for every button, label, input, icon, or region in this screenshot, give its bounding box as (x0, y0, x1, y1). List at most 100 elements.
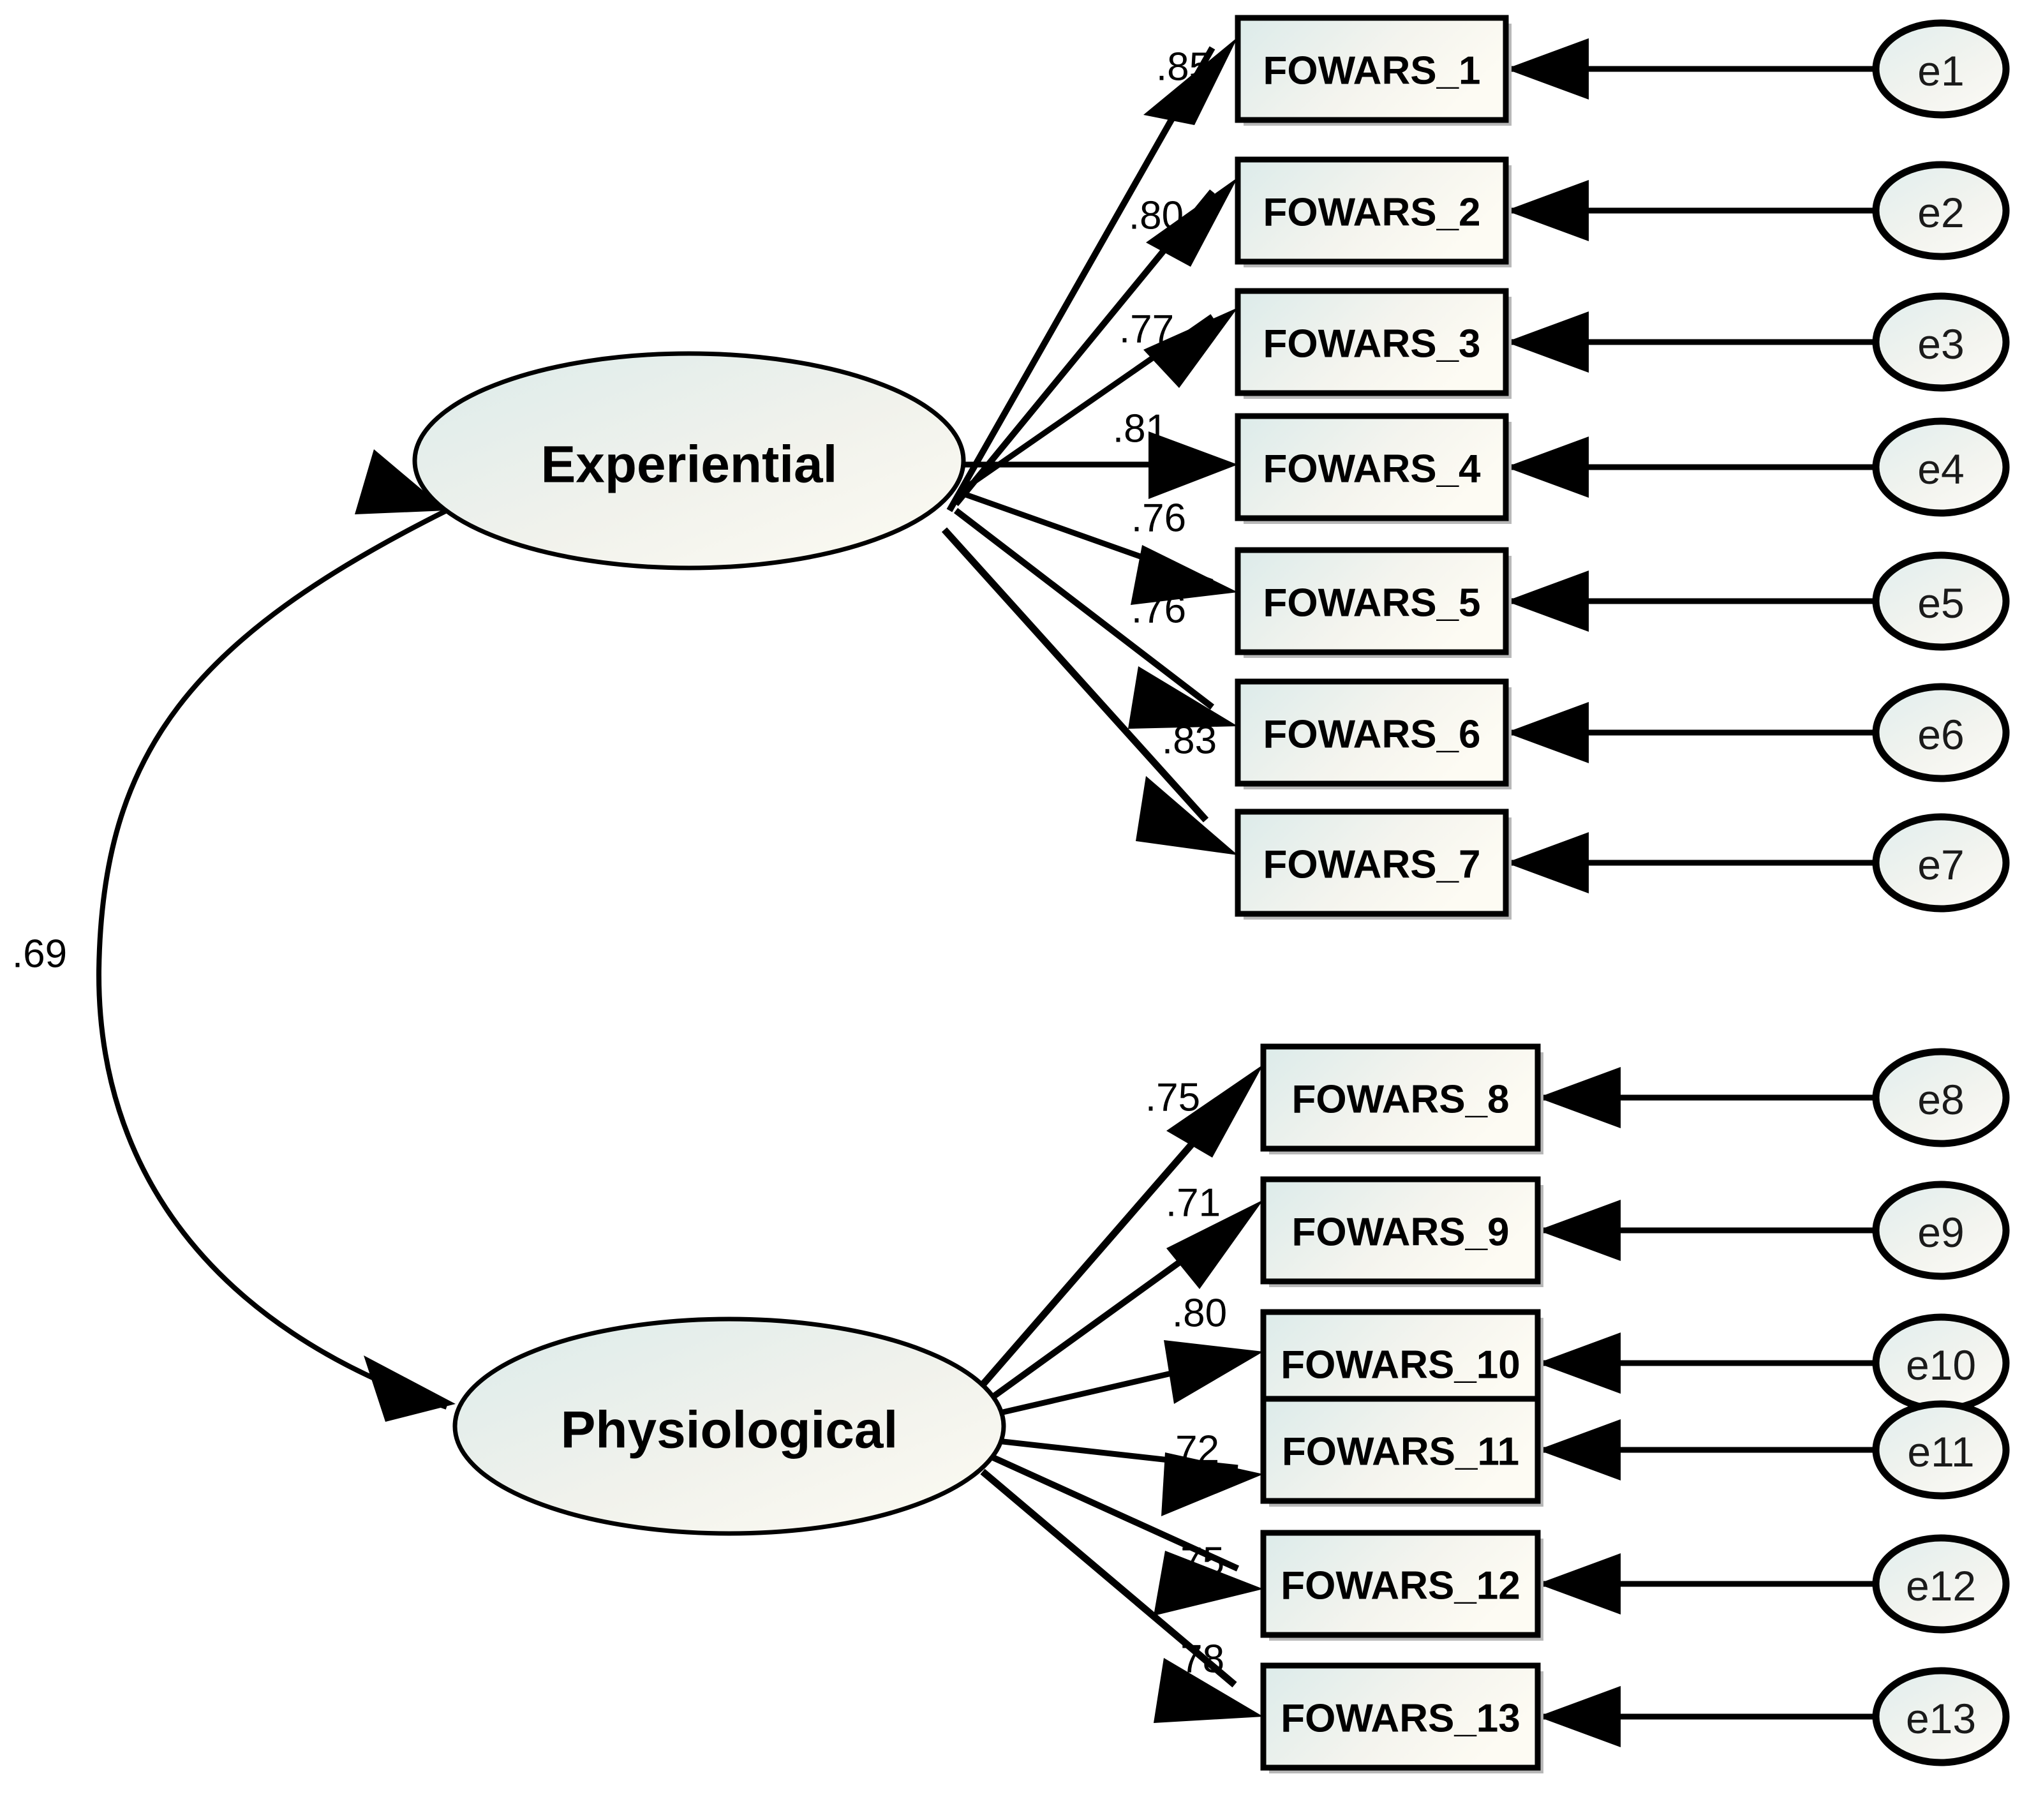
error-ellipse[interactable] (1872, 1667, 2010, 1766)
indicator-FOWARS_9[interactable]: FOWARS_9 (1260, 1176, 1543, 1287)
error-term-e1[interactable]: e1 (1872, 19, 2010, 119)
error-connectors (1506, 38, 1874, 1747)
error-ellipse[interactable] (1872, 292, 2010, 392)
loading-value-FOWARS_1: .85 (1156, 45, 1211, 89)
error-label: e7 (1917, 841, 1964, 888)
error-label: e9 (1917, 1209, 1964, 1256)
error-term-ellipses: e1 e2 e3 e4 e5 e6 e7 e8 e9 e10 e11 e12 e13 (1872, 19, 2010, 1766)
loading-arrowhead-FOWARS_4 (1148, 431, 1238, 499)
error-arrowhead-e8 (1538, 1067, 1621, 1128)
correlation-arrowhead-bottom (364, 1355, 456, 1422)
error-term-e2[interactable]: e2 (1872, 161, 2010, 260)
error-term-e5[interactable]: e5 (1872, 551, 2010, 651)
correlation-arrowhead-top (355, 449, 447, 514)
error-term-e6[interactable]: e6 (1872, 683, 2010, 782)
physiological-label: Physiological (561, 1401, 898, 1459)
indicator-label: FOWARS_11 (1282, 1430, 1519, 1474)
error-term-e13[interactable]: e13 (1872, 1667, 2010, 1766)
error-term-e12[interactable]: e12 (1872, 1534, 2010, 1634)
indicator-FOWARS_13[interactable]: FOWARS_13 (1260, 1662, 1543, 1773)
error-arrowhead-e1 (1506, 38, 1589, 100)
indicator-FOWARS_4[interactable]: FOWARS_4 (1235, 413, 1512, 524)
indicator-label: FOWARS_2 (1263, 191, 1480, 235)
indicator-box-rect[interactable] (1260, 1043, 1541, 1152)
error-arrowhead-e2 (1506, 180, 1589, 241)
indicator-label: FOWARS_4 (1263, 447, 1481, 491)
loading-arrowhead-FOWARS_12 (1154, 1551, 1263, 1616)
indicator-FOWARS_8[interactable]: FOWARS_8 (1260, 1043, 1543, 1154)
error-term-e4[interactable]: e4 (1872, 417, 2010, 517)
error-label: e3 (1917, 320, 1964, 368)
indicator-box-rect[interactable] (1235, 156, 1509, 265)
loading-arrowhead-FOWARS_13 (1154, 1658, 1263, 1723)
loading-path-FOWARS_1 (946, 46, 1215, 512)
indicator-box-rect[interactable] (1260, 1176, 1541, 1285)
indicator-FOWARS_2[interactable]: FOWARS_2 (1235, 156, 1512, 267)
indicator-label: FOWARS_6 (1263, 713, 1480, 757)
loading-value-FOWARS_6: .76 (1131, 588, 1186, 632)
error-ellipse[interactable] (1872, 551, 2010, 651)
error-ellipse[interactable] (1872, 813, 2010, 913)
physiological-ellipse[interactable] (452, 1317, 1006, 1536)
error-term-e10[interactable]: e10 (1872, 1313, 2010, 1413)
error-label: e10 (1906, 1341, 1976, 1389)
loading-arrowhead-FOWARS_9 (1166, 1200, 1263, 1289)
error-ellipse[interactable] (1872, 1181, 2010, 1280)
loading-value-FOWARS_9: .71 (1166, 1181, 1221, 1225)
error-term-e7[interactable]: e7 (1872, 813, 2010, 913)
indicator-FOWARS_1[interactable]: FOWARS_1 (1235, 15, 1512, 126)
latent-factor-physiological[interactable]: Physiological (452, 1317, 1006, 1536)
error-arrowhead-e11 (1538, 1419, 1621, 1481)
indicator-label: FOWARS_5 (1263, 581, 1480, 625)
error-ellipse[interactable] (1872, 417, 2010, 517)
indicator-box-rect[interactable] (1235, 809, 1509, 917)
indicator-FOWARS_12[interactable]: FOWARS_12 (1260, 1530, 1543, 1641)
correlation-value: .69 (12, 932, 67, 976)
loading-arrowhead-FOWARS_5 (1131, 545, 1238, 605)
loading-value-FOWARS_5: .76 (1131, 496, 1186, 541)
indicator-box-rect[interactable] (1260, 1662, 1541, 1771)
loading-arrowhead-FOWARS_3 (1143, 308, 1238, 388)
indicator-FOWARS_5[interactable]: FOWARS_5 (1235, 547, 1512, 658)
indicator-box-rect[interactable] (1235, 15, 1509, 123)
loading-arrowhead-FOWARS_8 (1166, 1064, 1263, 1158)
error-arrowhead-e9 (1538, 1200, 1621, 1261)
loading-paths-experiential (941, 37, 1238, 855)
error-ellipse[interactable] (1872, 683, 2010, 782)
experiential-ellipse[interactable] (412, 351, 966, 571)
loading-arrowhead-FOWARS_10 (1164, 1340, 1263, 1404)
error-label: e5 (1917, 579, 1964, 627)
error-term-e3[interactable]: e3 (1872, 292, 2010, 392)
error-label: e12 (1906, 1562, 1976, 1609)
error-ellipse[interactable] (1872, 1534, 2010, 1634)
error-arrowhead-e3 (1506, 311, 1589, 373)
indicator-label: FOWARS_8 (1291, 1078, 1509, 1122)
error-term-e11[interactable]: e11 (1872, 1400, 2010, 1500)
latent-factor-experiential[interactable]: Experiential (412, 351, 966, 571)
indicator-FOWARS_11[interactable]: FOWARS_11 (1260, 1396, 1543, 1507)
error-ellipse[interactable] (1872, 1400, 2010, 1500)
indicator-box-rect[interactable] (1235, 678, 1509, 787)
error-label: e2 (1917, 189, 1964, 236)
experiential-label: Experiential (541, 436, 838, 494)
indicator-FOWARS_6[interactable]: FOWARS_6 (1235, 678, 1512, 789)
indicator-box-rect[interactable] (1235, 288, 1509, 396)
indicator-box-rect[interactable] (1260, 1396, 1541, 1504)
indicator-box-rect[interactable] (1235, 547, 1509, 655)
error-term-e9[interactable]: e9 (1872, 1181, 2010, 1280)
loading-arrowhead-FOWARS_7 (1136, 776, 1238, 855)
error-label: e11 (1907, 1428, 1974, 1475)
indicator-box-rect[interactable] (1235, 413, 1509, 521)
indicator-label: FOWARS_12 (1281, 1564, 1520, 1608)
error-ellipse[interactable] (1872, 19, 2010, 119)
indicator-FOWARS_7[interactable]: FOWARS_7 (1235, 809, 1512, 920)
indicator-FOWARS_3[interactable]: FOWARS_3 (1235, 288, 1512, 399)
error-ellipse[interactable] (1872, 1048, 2010, 1147)
indicator-box-rect[interactable] (1260, 1530, 1541, 1638)
error-term-e8[interactable]: e8 (1872, 1048, 2010, 1147)
error-ellipse[interactable] (1872, 161, 2010, 260)
loading-value-FOWARS_3: .77 (1119, 308, 1174, 352)
error-label: e6 (1917, 711, 1964, 758)
